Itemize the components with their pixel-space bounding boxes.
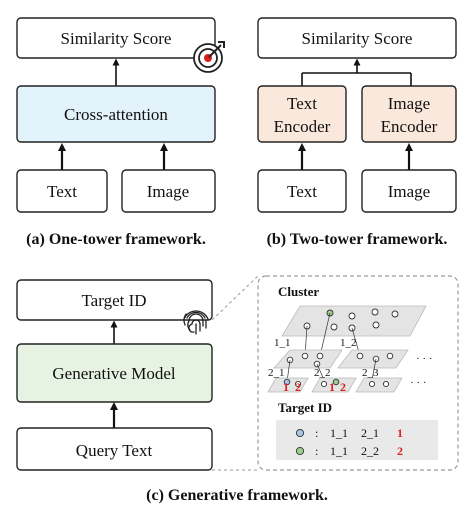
generative-model-label: Generative Model xyxy=(52,364,175,383)
one-tower-score-label: Similarity Score xyxy=(61,29,172,48)
two-tower-score-box xyxy=(257,17,457,59)
cluster-plane-top xyxy=(281,305,427,337)
generative-panel: Target ID Generative Model Query Text Cl… xyxy=(16,275,459,504)
two-tower-text-label: Text xyxy=(287,182,317,201)
target-id-title: Target ID xyxy=(278,400,332,415)
row-item-id: 2 xyxy=(397,444,403,458)
cluster-dot xyxy=(348,312,356,320)
two-tower-score-label: Similarity Score xyxy=(302,29,413,48)
cluster-label-1-2: 1_2 xyxy=(340,337,357,349)
cluster-plane-1-1 xyxy=(273,349,343,369)
target-id-box xyxy=(16,279,213,321)
cluster-label-2-3: 2_3 xyxy=(362,367,379,379)
one-tower-score-box xyxy=(16,17,216,59)
one-tower-image-label: Image xyxy=(147,182,189,201)
item-number-1: 1 xyxy=(283,380,289,394)
cluster-dot xyxy=(371,308,379,316)
target-id-label: Target ID xyxy=(81,291,146,310)
image-encoder-label-2: Encoder xyxy=(381,117,438,136)
two-tower-caption: (b) Two-tower framework. xyxy=(267,231,448,248)
cluster-dot xyxy=(316,352,324,360)
cluster-dot xyxy=(356,352,364,360)
cluster-label-2-2: 2_2 xyxy=(314,367,331,379)
cluster-dot xyxy=(391,310,399,318)
target-id-row-1: : 1_1 2_1 1 xyxy=(295,426,403,440)
cluster-dot xyxy=(382,380,390,388)
cluster-dot xyxy=(320,380,328,388)
target-id-table xyxy=(276,420,438,460)
item-number-2: 2 xyxy=(295,380,301,394)
generative-caption: (c) Generative framework. xyxy=(146,487,328,504)
row-level1: 1_1 xyxy=(330,444,348,458)
cluster-label-1-1: 1_1 xyxy=(274,337,291,349)
cluster-dot xyxy=(330,323,338,331)
target-id-row-2: : 1_1 2_2 2 xyxy=(295,444,403,458)
one-tower-text-box xyxy=(16,169,108,213)
text-encoder-label-2: Encoder xyxy=(274,117,331,136)
ellipsis-level2: · · · xyxy=(410,377,427,389)
two-tower-text-box xyxy=(257,169,347,213)
text-encoder-box xyxy=(257,85,347,143)
row-level1: 1_1 xyxy=(330,426,348,440)
one-tower-text-label: Text xyxy=(47,182,77,201)
item-dot-blue xyxy=(283,378,291,386)
query-text-label: Query Text xyxy=(76,441,153,460)
one-tower-panel: Similarity Score Cross-attention Text Im… xyxy=(16,17,225,248)
two-tower-panel: Similarity Score Text Encoder Image Enco… xyxy=(257,17,457,248)
zoom-guide-top xyxy=(211,275,259,321)
image-encoder-box xyxy=(361,85,457,143)
image-encoder-label-1: Image xyxy=(388,94,430,113)
two-tower-image-box xyxy=(361,169,457,213)
cluster-dot xyxy=(368,380,376,388)
cluster-dot xyxy=(294,380,302,388)
tree-edge xyxy=(371,358,377,381)
cluster-plane-2-3 xyxy=(355,377,403,393)
one-tower-image-box xyxy=(121,169,216,213)
item-dot-green xyxy=(332,378,340,386)
row-level2: 2_2 xyxy=(361,444,379,458)
fingerprint-icon xyxy=(183,310,209,335)
item-number-1: 1 xyxy=(329,380,335,394)
item-dot-green xyxy=(295,446,305,456)
query-text-box xyxy=(16,427,213,471)
cluster-dot xyxy=(301,352,309,360)
tree-edge xyxy=(319,312,331,357)
row-separator: : xyxy=(315,444,318,458)
one-tower-caption: (a) One-tower framework. xyxy=(26,231,206,248)
id-detail-panel: Cluster 1_1 1_2 xyxy=(257,275,459,471)
cross-attention-box xyxy=(16,85,216,143)
target-icon xyxy=(193,41,225,73)
item-dot-blue xyxy=(295,428,305,438)
two-tower-image-label: Image xyxy=(388,182,430,201)
row-item-id: 1 xyxy=(397,426,403,440)
cross-attention-label: Cross-attention xyxy=(64,105,168,124)
cluster-dot xyxy=(386,352,394,360)
row-separator: : xyxy=(315,426,318,440)
cluster-title: Cluster xyxy=(278,284,319,299)
text-encoder-label-1: Text xyxy=(287,94,317,113)
item-number-2: 2 xyxy=(340,380,346,394)
cluster-dot xyxy=(372,321,380,329)
cluster-label-2-1: 2_1 xyxy=(268,367,285,379)
ellipsis-level1: · · · xyxy=(416,353,433,365)
row-level2: 2_1 xyxy=(361,426,379,440)
